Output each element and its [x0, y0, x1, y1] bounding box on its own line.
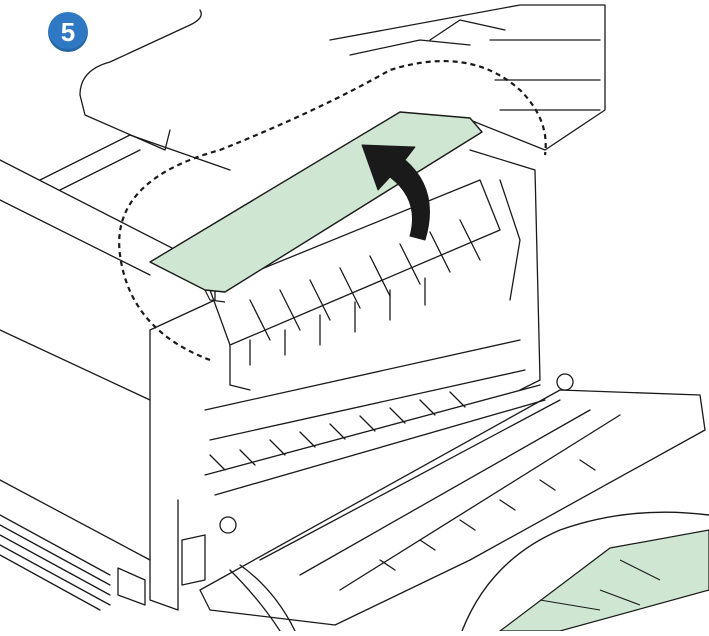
fuser-cover-highlight [149, 111, 483, 293]
fuser-unit [209, 179, 501, 346]
dashed-callout-outline [118, 60, 547, 362]
scanner-unit [329, 4, 606, 151]
step-number-badge: 5 [48, 12, 88, 52]
curved-up-arrow-icon [361, 144, 430, 241]
printer-frame-right [469, 149, 541, 391]
rear-door [199, 389, 706, 626]
magnified-inset [461, 511, 709, 632]
output-tray [79, 9, 202, 96]
